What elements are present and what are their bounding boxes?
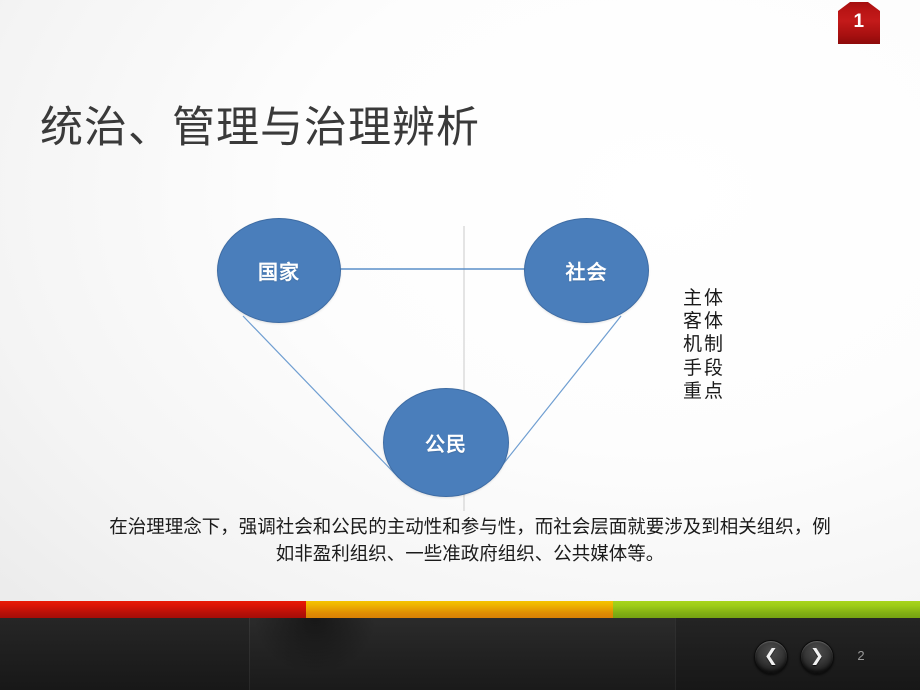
color-divider-bar [0,601,920,618]
attribute-item: 手段 [682,356,725,379]
node-label-citizen: 公民 [425,432,467,456]
attribute-item: 重点 [682,379,725,402]
diagram-node-society[interactable]: 社会 [524,218,649,323]
diagram-node-state[interactable]: 国家 [217,218,341,323]
attribute-item: 客体 [682,310,725,333]
next-slide-button[interactable]: ❯ [800,640,834,674]
node-label-society: 社会 [565,260,608,284]
footer-divider [675,618,676,690]
diagram-node-citizen[interactable]: 公民 [383,388,509,497]
node-label-state: 国家 [258,260,300,284]
footer-divider [249,618,250,690]
footer-panel-right [675,618,920,690]
previous-slide-button[interactable]: ❮ [754,640,788,674]
color-segment-red [0,601,306,618]
footer-panel-center [249,618,675,690]
color-segment-orange [306,601,613,618]
chevron-left-icon: ❮ [763,646,779,666]
edge-state-citizen [242,315,400,479]
attribute-list: 主体 客体 机制 手段 重点 [600,287,725,403]
chevron-right-icon: ❯ [809,646,825,666]
footer-panel-left [0,618,249,690]
corner-number-tag: 1 [838,2,880,44]
triangle-diagram [242,226,622,511]
corner-tag-number: 1 [853,11,865,32]
attribute-item: 主体 [682,287,725,309]
body-paragraph: 在治理理念下，强调社会和公民的主动性和参与性，而社会层面就要涉及到相关组织，例如… [109,517,831,566]
page-title: 统治、管理与治理辨析 [40,103,480,153]
footer-shadow [255,618,375,673]
color-segment-green [613,601,920,618]
page-number: 2 [857,648,865,663]
attribute-item: 机制 [682,333,725,356]
